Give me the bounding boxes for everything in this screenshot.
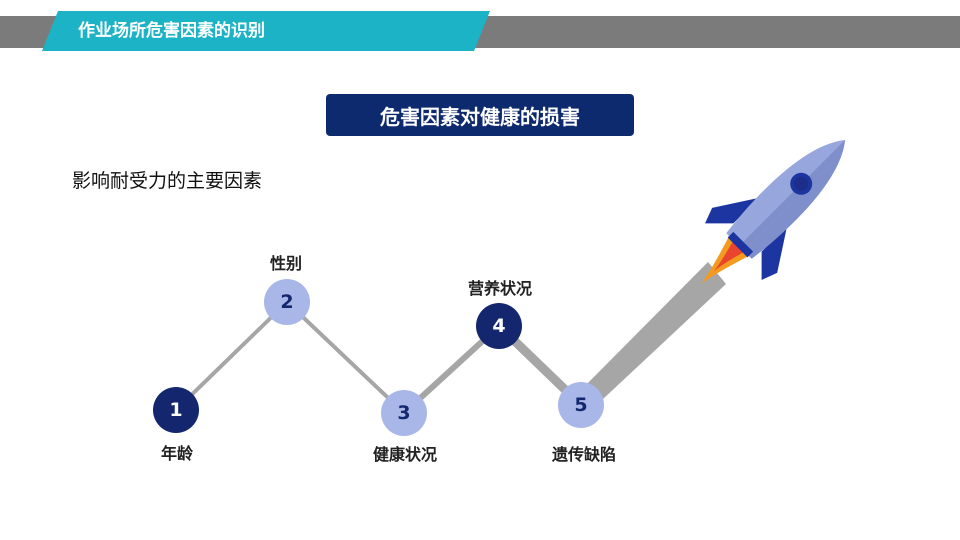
factor-label-2: 性别 bbox=[269, 254, 303, 273]
factor-node-4: 4 bbox=[476, 303, 522, 349]
factor-number-5: 5 bbox=[574, 394, 588, 416]
subtitle: 影响耐受力的主要因素 bbox=[72, 170, 263, 192]
factor-number-3: 3 bbox=[397, 402, 411, 424]
rocket-fin-right bbox=[761, 226, 788, 280]
factor-number-2: 2 bbox=[280, 291, 294, 313]
factor-node-2: 2 bbox=[264, 279, 310, 325]
factor-label-3: 健康状况 bbox=[372, 445, 438, 464]
factor-label-1: 年龄 bbox=[160, 444, 194, 463]
connector-2-3 bbox=[285, 300, 406, 415]
page-title: 作业场所危害因素的识别 bbox=[78, 21, 265, 41]
factor-number-1: 1 bbox=[169, 399, 183, 421]
factor-node-5: 5 bbox=[558, 382, 604, 428]
section-banner: 危害因素对健康的损害 bbox=[326, 94, 634, 136]
factor-node-3: 3 bbox=[381, 390, 427, 436]
factor-label-4: 营养状况 bbox=[467, 279, 533, 298]
header-tab bbox=[42, 11, 490, 51]
factor-label-5: 遗传缺陷 bbox=[551, 445, 617, 464]
rocket-trail bbox=[575, 262, 726, 414]
rocket-nozzle bbox=[727, 231, 754, 258]
rocket-body-shade bbox=[738, 139, 846, 259]
rocket-icon bbox=[700, 139, 846, 285]
factor-node-1: 1 bbox=[153, 387, 199, 433]
rocket-flame-core bbox=[713, 240, 745, 272]
factor-number-4: 4 bbox=[492, 315, 506, 337]
connector-1-2 bbox=[174, 300, 289, 412]
rocket-fin-left bbox=[705, 197, 759, 224]
